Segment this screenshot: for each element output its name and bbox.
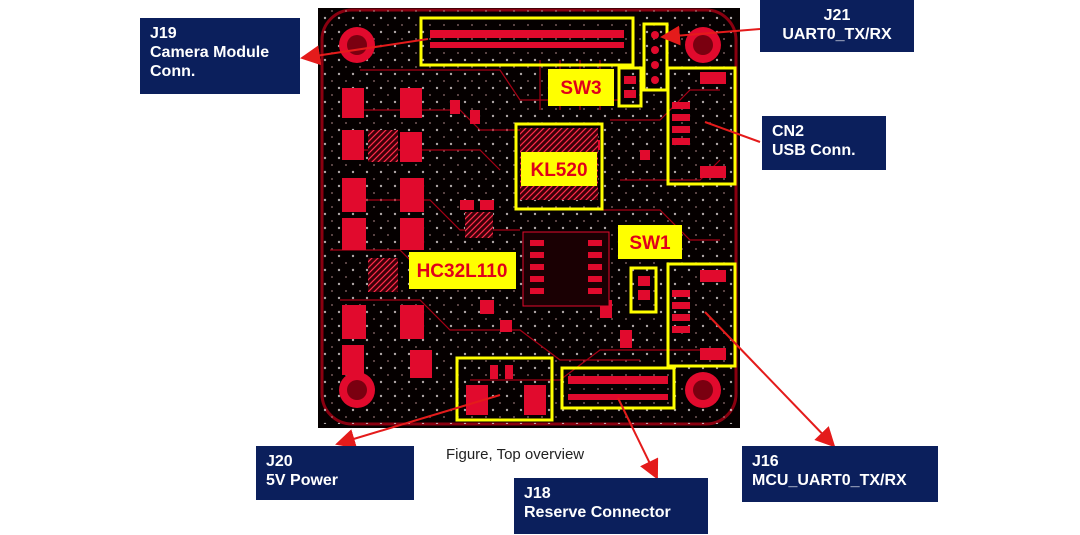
hc32l110-label: HC32L110	[417, 261, 508, 282]
kl520-highlight	[514, 122, 604, 211]
callout-j19-desc2: Conn.	[150, 63, 196, 80]
j20-arrow	[335, 394, 501, 449]
figure-caption: Figure, Top overview	[446, 446, 585, 463]
mcu-chip	[522, 231, 610, 307]
j18-highlight	[560, 366, 676, 410]
j19-highlight	[419, 16, 635, 67]
j21-highlight	[642, 22, 669, 92]
callout-j16: J16 MCU_UART0_TX/RX	[742, 446, 938, 502]
connector-pads	[466, 72, 726, 415]
callout-j20-desc: 5V Power	[266, 472, 339, 489]
j16-arrow	[704, 311, 836, 448]
j21-arrow	[660, 25, 761, 46]
uart-header-pins	[651, 31, 659, 84]
j18-arrow	[617, 397, 659, 480]
camera-connector-pins	[430, 30, 624, 48]
j19-arrow	[300, 38, 429, 66]
reserve-connector-pins	[568, 376, 668, 400]
cn2-highlight	[666, 66, 737, 186]
callout-j19-desc: Camera Module	[150, 44, 270, 61]
passive-components	[342, 88, 650, 378]
mounting-holes	[339, 27, 721, 408]
callout-j21-desc: UART0_TX/RX	[782, 26, 892, 43]
j16-highlight	[666, 262, 737, 368]
sw3-label: SW3	[560, 78, 601, 99]
callout-cn2-desc: USB Conn.	[772, 142, 856, 159]
board-labels: SW3 KL520 SW1 HC32L110	[409, 69, 682, 289]
pcb-board: SW3 KL520 SW1 HC32L110	[318, 8, 740, 428]
callout-j18: J18 Reserve Connector	[514, 478, 708, 534]
callout-j20-id: J20	[266, 453, 293, 470]
callout-j19: J19 Camera Module Conn.	[140, 18, 300, 94]
callout-j19-id: J19	[150, 25, 177, 42]
callout-cn2: CN2 USB Conn.	[762, 116, 886, 170]
callout-j18-id: J18	[524, 485, 551, 502]
callout-j16-desc: MCU_UART0_TX/RX	[752, 472, 907, 489]
cn2-arrow	[704, 121, 761, 143]
j20-highlight	[455, 356, 554, 422]
sw1-highlight	[629, 266, 658, 314]
callout-j20: J20 5V Power	[256, 446, 414, 500]
callout-j21: J21 UART0_TX/RX	[760, 0, 914, 52]
callout-j21-id: J21	[823, 7, 851, 24]
callout-cn2-id: CN2	[772, 123, 805, 140]
sw1-label: SW1	[629, 233, 671, 254]
callout-j18-desc: Reserve Connector	[524, 504, 671, 521]
kl520-label: KL520	[530, 160, 587, 181]
sw3-highlight	[617, 66, 643, 108]
highlight-boxes	[419, 16, 737, 422]
callout-arrows	[300, 25, 836, 480]
callout-j16-id: J16	[752, 453, 779, 470]
